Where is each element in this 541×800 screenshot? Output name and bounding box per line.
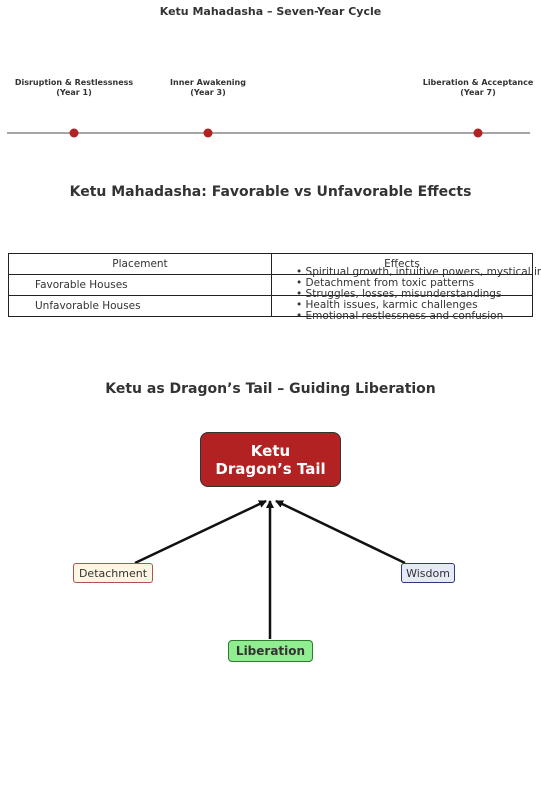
detachment-node: Detachment — [73, 563, 153, 583]
effects-title: Ketu Mahadasha: Favorable vs Unfavorable… — [69, 184, 472, 200]
ketu-node: Ketu Dragon’s Tail — [200, 432, 341, 487]
milestone-year-7: Liberation & Acceptance (Year 7) — [403, 78, 541, 98]
milestone-year-3: Inner Awakening (Year 3) — [133, 78, 283, 98]
effects-table: Placement Effects Favorable Houses Unfav… — [8, 253, 533, 317]
placement-cell: Favorable Houses — [8, 274, 272, 296]
milestone-year-1: Disruption & Restlessness (Year 1) — [0, 78, 149, 98]
arrow-wisdom — [275, 499, 406, 565]
milestone-label: Inner Awakening — [170, 78, 246, 87]
ketu-name: Ketu — [250, 441, 291, 460]
effect-item: • Detachment from toxic patterns — [296, 277, 475, 289]
header-placement: Placement — [8, 253, 272, 275]
milestone-year: (Year 3) — [190, 88, 226, 97]
effect-item: • Health issues, karmic challenges — [296, 299, 478, 311]
effect-item: • Emotional restlessness and confusion — [296, 310, 504, 322]
timeline-title: Ketu Mahadasha – Seven-Year Cycle — [159, 5, 382, 18]
timeline-track — [7, 128, 530, 138]
wisdom-node: Wisdom — [401, 563, 455, 583]
milestone-year: (Year 7) — [460, 88, 496, 97]
arrow-detachment — [134, 499, 267, 565]
milestone-label: Liberation & Acceptance — [422, 78, 534, 87]
milestone-year: (Year 1) — [56, 88, 92, 97]
effects-cell — [271, 295, 533, 317]
diagram-title: Ketu as Dragon’s Tail – Guiding Liberati… — [105, 381, 436, 397]
diagram-arrows — [134, 499, 406, 639]
milestone-label: Disruption & Restlessness — [14, 78, 134, 87]
table-row: Unfavorable Houses — [8, 295, 533, 317]
effect-item: • Struggles, losses, misunderstandings — [296, 289, 502, 300]
favorable-effects: • Spiritual growth, intuitive powers, my… — [296, 267, 541, 289]
placement-cell: Unfavorable Houses — [8, 295, 272, 317]
liberation-node: Liberation — [228, 640, 313, 662]
timeline-dot-year-7 — [473, 128, 483, 138]
unfavorable-effects: • Struggles, losses, misunderstandings •… — [296, 289, 541, 322]
effect-item: • Spiritual growth, intuitive powers, my… — [296, 267, 541, 278]
table-header-row: Placement Effects — [8, 253, 533, 275]
timeline-dot-year-3 — [203, 128, 213, 138]
timeline-dot-year-1 — [69, 128, 79, 138]
ketu-subtitle: Dragon’s Tail — [215, 459, 326, 478]
